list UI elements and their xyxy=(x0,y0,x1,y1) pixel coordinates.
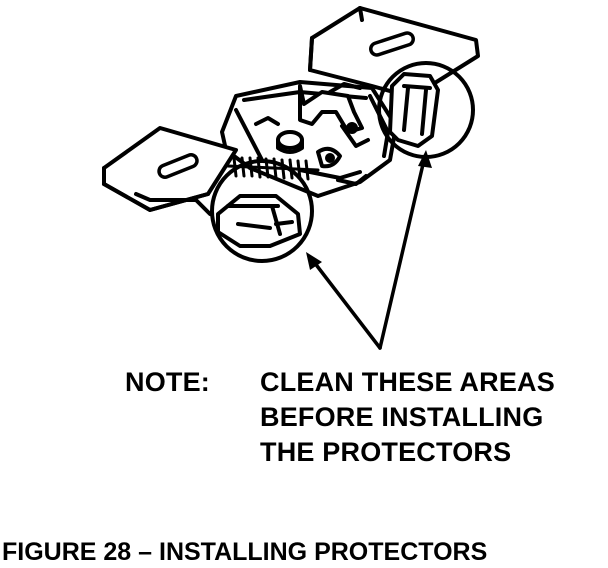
figure-caption: FIGURE 28 – INSTALLING PROTECTORS xyxy=(2,538,488,566)
note-label: NOTE: xyxy=(125,367,210,397)
left-mounting-tab xyxy=(102,126,238,216)
left-tab-slot xyxy=(157,153,199,179)
leader-lines xyxy=(312,158,426,350)
leader-arrowheads xyxy=(306,150,432,270)
note-line: CLEAN THESE AREAS xyxy=(260,367,555,397)
right-tab-slot xyxy=(369,31,415,57)
note-line: THE PROTECTORS xyxy=(260,437,512,467)
right-protector xyxy=(388,72,440,148)
left-highlight-circle xyxy=(210,159,314,263)
left-protector-area xyxy=(216,194,302,248)
latch-body xyxy=(220,80,398,198)
center-pin xyxy=(276,130,304,150)
note-line: BEFORE INSTALLING xyxy=(260,402,544,432)
